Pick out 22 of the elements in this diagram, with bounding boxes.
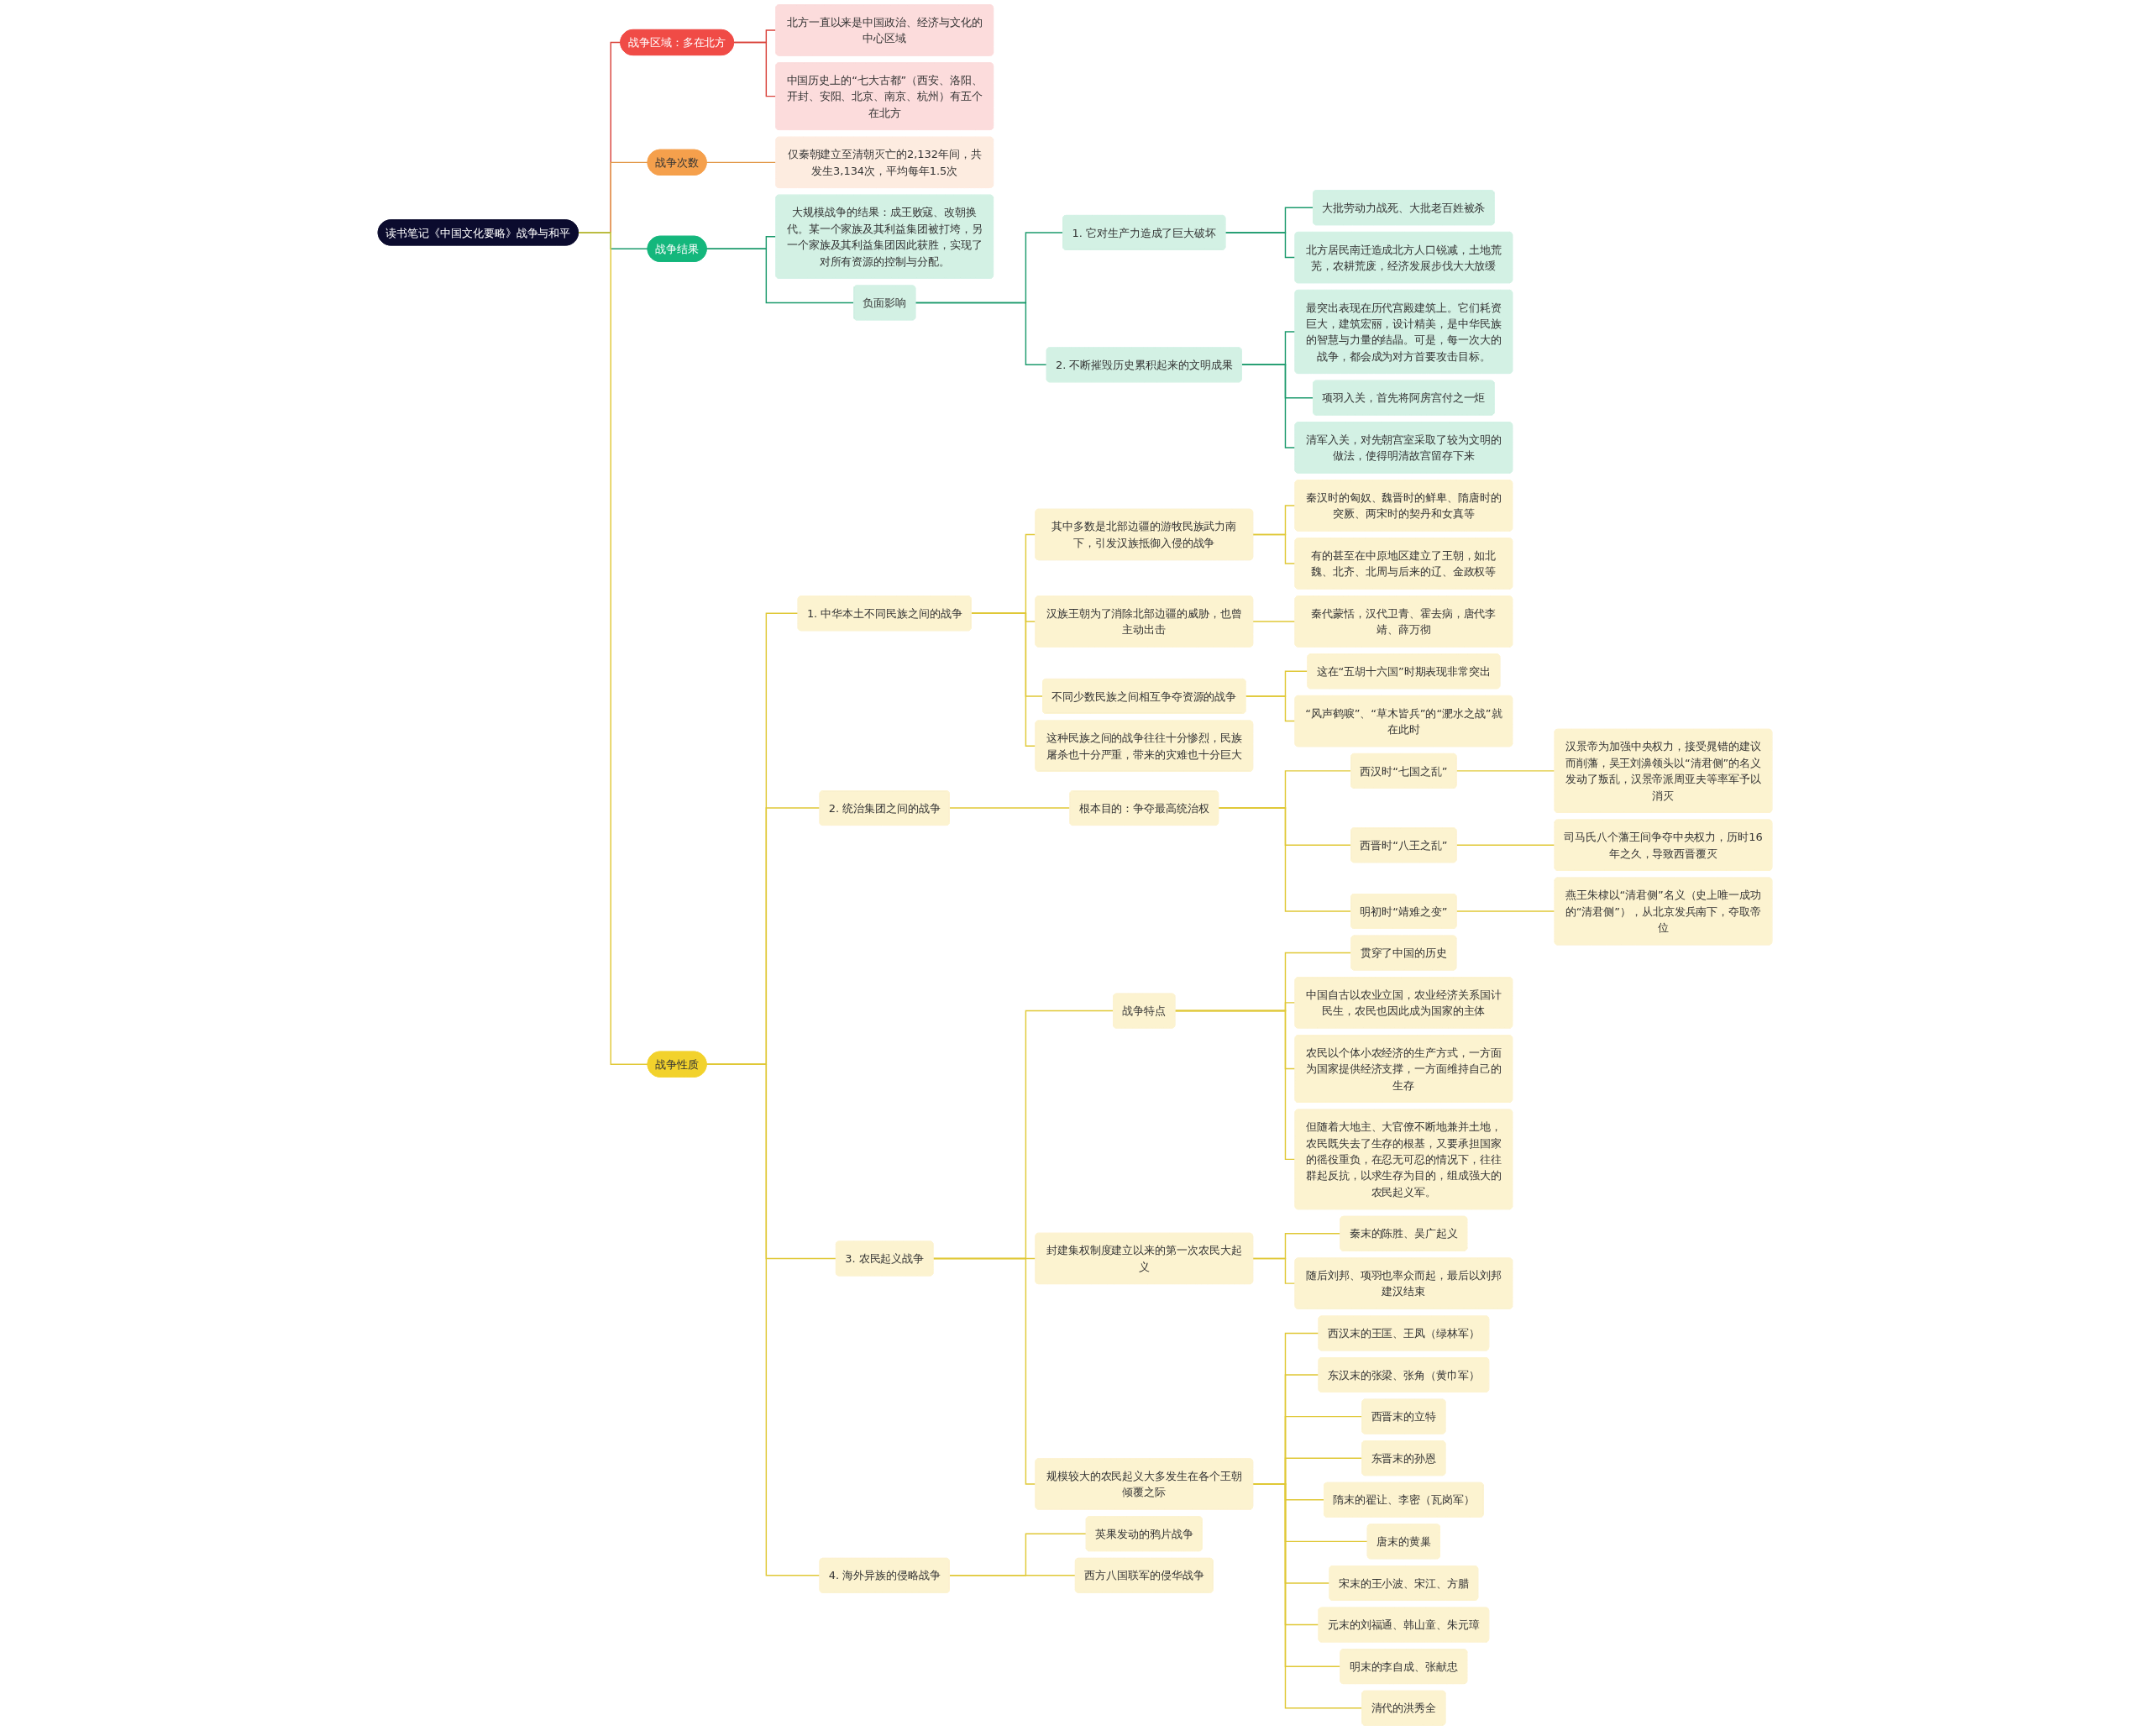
connector (948, 1533, 1087, 1576)
connector (1217, 807, 1352, 912)
connector (732, 41, 777, 97)
connector (1455, 910, 1555, 912)
connector (1251, 621, 1296, 622)
connector (970, 612, 1036, 747)
connector (1455, 844, 1555, 846)
connector (705, 1063, 821, 1576)
connector (1251, 1257, 1296, 1284)
connector (705, 248, 855, 304)
connector (1224, 232, 1296, 259)
connector (1240, 364, 1296, 448)
connector (1245, 695, 1296, 722)
connector (915, 302, 1047, 366)
connector (948, 807, 1071, 809)
connector (948, 1575, 1077, 1576)
connector (1174, 1010, 1296, 1161)
connector (1251, 533, 1296, 564)
connector (1251, 1483, 1363, 1709)
connector (1455, 770, 1555, 772)
connector (932, 1257, 1036, 1485)
connector (705, 161, 777, 164)
